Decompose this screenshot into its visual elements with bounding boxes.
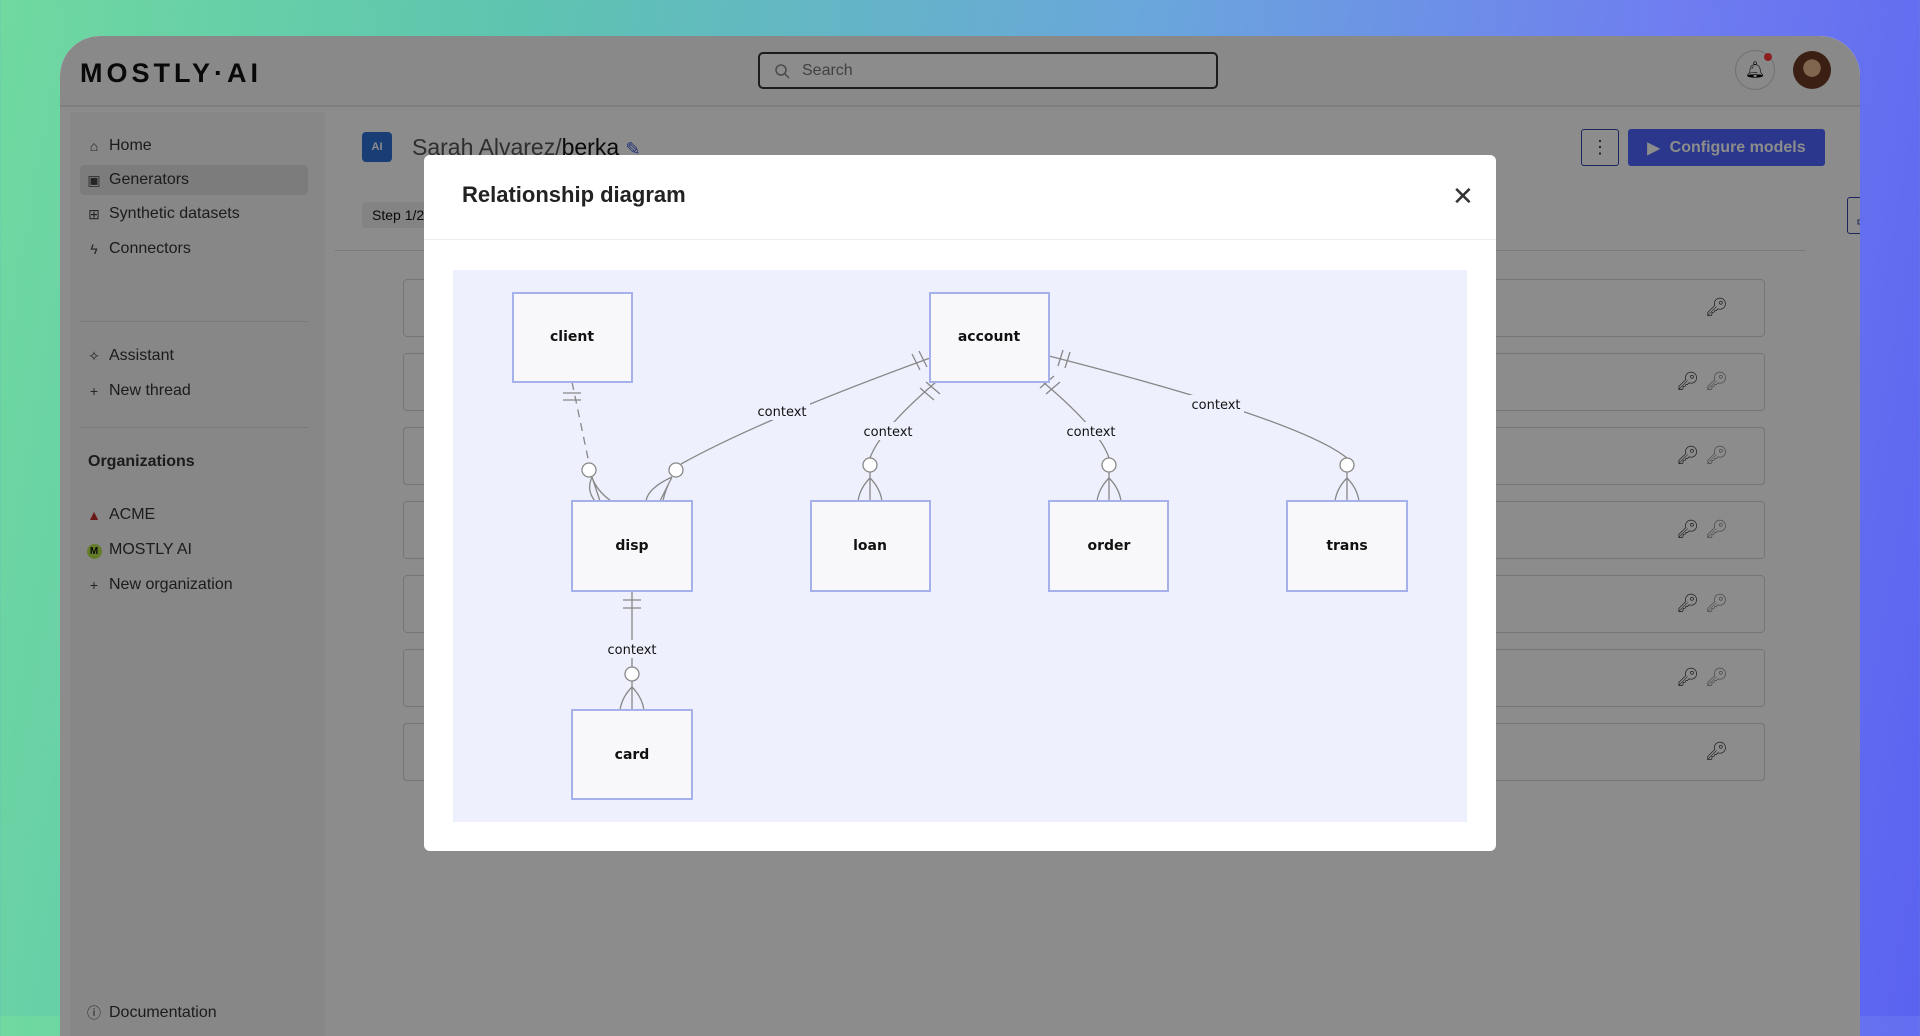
- search-placeholder: Search: [802, 61, 853, 79]
- primary-key-icon: 🔑︎: [1676, 519, 1700, 539]
- home-icon: ⌂: [89, 138, 99, 154]
- entity-card[interactable]: card: [571, 709, 693, 800]
- primary-key-icon: 🔑︎: [1676, 371, 1700, 391]
- close-icon[interactable]: ✕: [1452, 181, 1474, 211]
- app-window: MOSTLY·AI Search 🔔︎ ⌂ Home ▣ Generators ⊞ S…: [60, 36, 1860, 1036]
- generator-icon: AI: [362, 132, 392, 162]
- edge-account-trans: [1048, 349, 1360, 502]
- foreign-key-icon: 🔑︎: [1705, 667, 1728, 687]
- notifications-button[interactable]: 🔔︎: [1735, 50, 1775, 90]
- divider: [80, 321, 308, 322]
- bell-icon: 🔔︎: [1744, 62, 1766, 79]
- sidebar-item-synthetic-datasets[interactable]: ⊞ Synthetic datasets: [80, 199, 308, 229]
- foreign-key-icon: 🔑︎: [1705, 593, 1728, 613]
- search-input[interactable]: Search: [758, 52, 1218, 89]
- plus-icon: +: [89, 577, 99, 593]
- sidebar-item-label: Connectors: [109, 240, 191, 257]
- edge-client-disp: [563, 381, 612, 502]
- org-mostly-ai[interactable]: M MOSTLY AI: [80, 535, 308, 565]
- sidebar-item-new-thread[interactable]: + New thread: [80, 376, 308, 406]
- sidebar-item-home[interactable]: ⌂ Home: [80, 131, 308, 161]
- label-bg: [860, 422, 916, 440]
- primary-key-icon: 🔑︎: [1705, 297, 1728, 317]
- edge-account-disp: [645, 350, 931, 502]
- primary-key-icon: 🔑︎: [1705, 741, 1728, 761]
- sidebar-item-label: New thread: [109, 382, 191, 399]
- sidebar-item-label: Assistant: [109, 347, 174, 364]
- entity-label: order: [1088, 538, 1131, 554]
- sidebar-item-new-organization[interactable]: + New organization: [80, 570, 308, 600]
- relationship-diagram-modal: Relationship diagram ✕: [424, 155, 1496, 851]
- foreign-key-icon: 🔑︎: [1705, 371, 1728, 391]
- edge-label-account-loan: context: [864, 425, 913, 440]
- entity-order[interactable]: order: [1048, 500, 1169, 592]
- entity-label: trans: [1326, 538, 1367, 554]
- entity-label: card: [615, 747, 650, 763]
- edge-label-account-trans: context: [1192, 398, 1241, 413]
- more-options-button[interactable]: ⋮: [1581, 129, 1619, 166]
- hierarchy-icon: [1857, 218, 1860, 224]
- plus-icon: +: [89, 383, 99, 399]
- foreign-key-icon: 🔑︎: [1705, 445, 1728, 465]
- organizations-heading: Organizations: [88, 453, 195, 470]
- search-icon: [775, 63, 790, 79]
- sparkle-icon: ✧: [88, 347, 100, 364]
- divider: [80, 427, 308, 428]
- primary-key-icon: 🔑︎: [1676, 667, 1700, 687]
- logo: MOSTLY·AI: [80, 58, 263, 88]
- sidebar-item-label: Synthetic datasets: [109, 205, 240, 222]
- sidebar-item-label: New organization: [109, 576, 233, 593]
- avatar[interactable]: [1793, 51, 1831, 89]
- entity-account[interactable]: account: [929, 292, 1050, 383]
- primary-key-icon: 🔑︎: [1676, 445, 1700, 465]
- sidebar-item-label: Generators: [109, 171, 190, 188]
- edge-account-loan: [857, 381, 941, 502]
- notification-dot: [1764, 53, 1772, 61]
- label-bg: [604, 640, 660, 658]
- relationship-diagram-button[interactable]: [1847, 197, 1860, 234]
- diagram-canvas: context context context context context …: [453, 270, 1467, 822]
- sidebar-item-label: ACME: [109, 506, 156, 523]
- entity-disp[interactable]: disp: [571, 500, 693, 592]
- primary-key-icon: 🔑︎: [1676, 593, 1700, 613]
- mostly-logo: M: [86, 541, 102, 559]
- more-vertical-icon: ⋮: [1591, 137, 1609, 157]
- top-bar: MOSTLY·AI Search 🔔︎: [60, 36, 1860, 107]
- label-bg: [1063, 422, 1119, 440]
- sidebar-item-label: MOSTLY AI: [109, 541, 192, 558]
- entity-label: account: [958, 329, 1021, 345]
- sidebar-item-generators[interactable]: ▣ Generators: [80, 165, 308, 195]
- generator-icon: ▣: [87, 171, 101, 188]
- edit-icon[interactable]: ✎: [625, 139, 641, 159]
- sidebar-item-assistant[interactable]: ✧ Assistant: [80, 341, 308, 371]
- entity-client[interactable]: client: [512, 292, 633, 383]
- foreign-key-icon: 🔑︎: [1705, 519, 1728, 539]
- play-icon: ▶: [1647, 139, 1660, 157]
- edge-label-account-disp: context: [758, 405, 807, 420]
- entity-loan[interactable]: loan: [810, 500, 931, 592]
- sidebar-item-label: Home: [109, 137, 152, 154]
- divider: [424, 239, 1496, 240]
- sidebar-item-connectors[interactable]: ϟ Connectors: [80, 234, 308, 264]
- edge-label-disp-card: context: [608, 643, 657, 658]
- org-acme[interactable]: ▲ ACME: [80, 500, 308, 530]
- label-bg: [1188, 395, 1244, 413]
- plug-icon: ϟ: [90, 241, 98, 257]
- modal-title: Relationship diagram: [462, 182, 686, 207]
- label-bg: [754, 402, 810, 420]
- diagram-svg: context context context context context …: [512, 292, 1408, 800]
- entity-label: client: [550, 329, 594, 345]
- entity-label: loan: [853, 538, 887, 554]
- configure-models-label: Configure models: [1669, 138, 1806, 156]
- entity-trans[interactable]: trans: [1286, 500, 1408, 592]
- entity-label: disp: [615, 538, 648, 554]
- dataset-icon: ⊞: [88, 205, 100, 222]
- edge-label-account-order: context: [1067, 425, 1116, 440]
- acme-logo: ▲: [87, 507, 101, 523]
- configure-models-button[interactable]: ▶ Configure models: [1628, 129, 1825, 166]
